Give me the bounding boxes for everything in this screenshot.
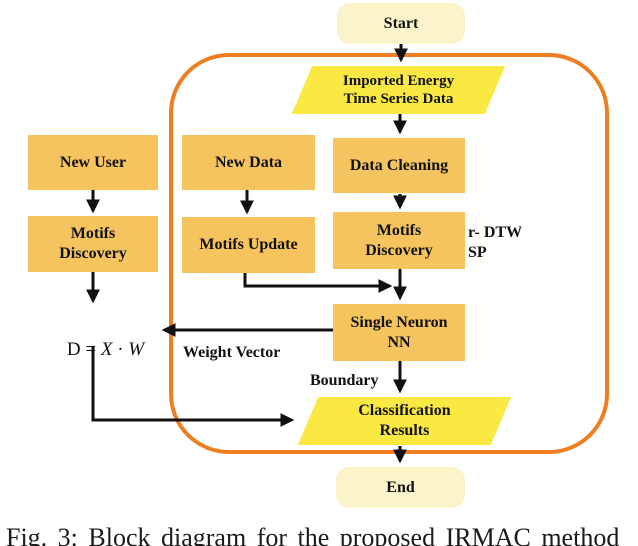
node-motifs-discovery-left: Motifs Discovery (28, 216, 158, 272)
arrow-update-to-nn (243, 273, 393, 293)
annotation-boundary: Boundary (310, 372, 379, 389)
node-single-neuron-nn-label: Single Neuron NN (350, 313, 448, 351)
node-motifs-discovery-right: Motifs Discovery (333, 212, 465, 269)
node-motifs-discovery-left-label: Motifs Discovery (59, 225, 127, 262)
node-motifs-discovery-right-label: Motifs Discovery (365, 221, 433, 259)
node-new-user-label: New User (59, 153, 127, 171)
figure-caption: Fig. 3: Block diagram for the proposed I… (6, 523, 620, 546)
node-end-label: End (386, 478, 415, 496)
node-classification-results-label: Classification Results (358, 402, 451, 439)
node-data-cleaning-label: Data Cleaning (349, 156, 449, 174)
node-start-label: Start (383, 14, 419, 32)
node-end: End (336, 467, 465, 508)
node-motifs-update: Motifs Update (182, 217, 315, 273)
node-motifs-update-label: Motifs Update (199, 236, 298, 254)
node-classification-results: Classification Results (297, 397, 512, 445)
arrow-formula-to-classification (91, 347, 295, 427)
node-single-neuron-nn: Single Neuron NN (333, 304, 465, 361)
annotation-formula: D = X · W (66, 339, 145, 360)
node-imported-data-label: Imported Energy Time Series Data (342, 72, 455, 107)
node-new-data-label: New Data (214, 153, 283, 171)
annotation-weight-vector: Weight Vector (183, 344, 281, 361)
annotation-r-dtw-sp: r- DTW SP (468, 224, 523, 261)
node-new-user: New User (28, 135, 158, 190)
iterative-loop-border (169, 53, 609, 454)
node-imported-data: Imported Energy Time Series Data (291, 66, 506, 114)
node-data-cleaning: Data Cleaning (333, 138, 465, 193)
node-new-data: New Data (182, 135, 315, 190)
node-start: Start (337, 3, 465, 44)
